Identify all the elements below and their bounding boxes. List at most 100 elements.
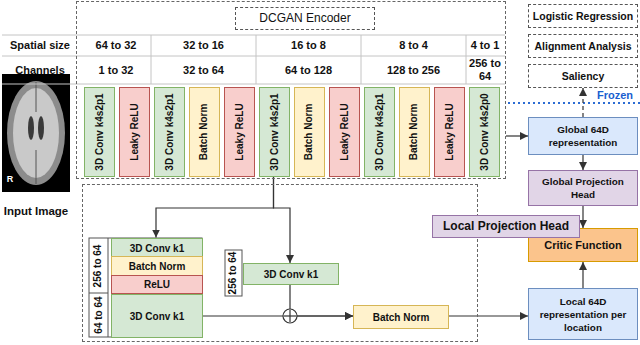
- box-label: ReLU: [144, 278, 170, 291]
- sum-symbol: [289, 310, 290, 322]
- label-holder: Channels: [2, 58, 78, 82]
- connector-arrow: [274, 177, 291, 263]
- process-box: Batch Norm: [111, 256, 203, 277]
- brain-ventricle: [38, 116, 44, 140]
- table-grid: [2, 35, 505, 84]
- box-label: Alignment Analysis: [534, 40, 631, 53]
- grid-line: [256, 35, 257, 84]
- label-holder: 16 to 8: [258, 36, 359, 55]
- box-label: 3D Conv k4s2p1: [164, 93, 176, 170]
- box-label: Leaky ReLU: [234, 103, 246, 160]
- table-label: 4 to 1: [471, 39, 500, 52]
- process-box: 3D Conv k1: [243, 263, 339, 285]
- grid-line: [151, 35, 152, 84]
- grid-line: [2, 56, 505, 57]
- connector-arrow: [582, 206, 583, 228]
- channel-label: 64 to 64: [93, 296, 105, 333]
- table-label: 1 to 32: [99, 64, 134, 77]
- table-label: 16 to 8: [291, 39, 326, 52]
- table-label: 128 to 256: [387, 64, 440, 77]
- table-label: 64 to 32: [96, 39, 137, 52]
- label-holder: 1 to 32: [83, 58, 149, 82]
- box-label: 3D Conv k1: [130, 242, 184, 255]
- layer-block: 3D Conv k4s2p1: [154, 87, 185, 177]
- label-holder: 128 to 256: [363, 58, 464, 82]
- box-label: 3D Conv k1: [130, 310, 184, 323]
- box-label: Leaky ReLU: [339, 103, 351, 160]
- box-label: Local 64D representation per location: [529, 295, 637, 334]
- grid-line: [2, 84, 505, 85]
- table-label: Channels: [15, 64, 65, 77]
- group-heading: DCGAN Encoder: [235, 7, 375, 30]
- label-holder: 32 to 16: [153, 36, 254, 55]
- box-label: Logistic Regression: [533, 10, 633, 23]
- label-holder: 256 to 64: [89, 238, 108, 293]
- connector-arrow: [506, 135, 528, 136]
- label-holder: Frozen: [592, 88, 638, 102]
- connector-arrow: [582, 262, 583, 288]
- label-holder: 8 to 4: [363, 36, 464, 55]
- box-label: Batch Norm: [304, 104, 316, 161]
- box-label: Batch Norm: [129, 260, 186, 273]
- layer-block: Leaky ReLU: [329, 87, 360, 177]
- channel-label: 256 to 64: [228, 252, 240, 295]
- box-label: Batch Norm: [409, 104, 421, 161]
- process-box: Global Projection Head: [528, 170, 638, 206]
- layer-block: 3D Conv k4s2p1: [364, 87, 395, 177]
- box-label: Critic Function: [544, 239, 622, 252]
- grid-line: [2, 35, 505, 36]
- brain-midline: [36, 150, 37, 184]
- layer-block: Batch Norm: [399, 87, 430, 177]
- table-label: R: [7, 174, 14, 185]
- box-label: 3D Conv k4s2p1: [269, 93, 281, 170]
- label-holder: Input Image: [0, 196, 72, 226]
- connector-arrow: [582, 155, 583, 170]
- box-label: Leaky ReLU: [129, 103, 141, 160]
- grid-line: [361, 35, 362, 84]
- label-holder: 64 to 64: [89, 293, 108, 337]
- process-box: 3D Conv k1: [111, 294, 203, 338]
- box-label: Global 64D representation: [529, 123, 637, 149]
- scan-background: [2, 74, 70, 192]
- layer-block: 3D Conv k4s2p1: [84, 87, 115, 177]
- connector-arrow: [449, 315, 528, 316]
- table-label: 256 to 64: [464, 57, 506, 83]
- label-holder: R: [4, 172, 16, 186]
- layer-block: Leaky ReLU: [119, 87, 150, 177]
- group-region: Local Projection Head3D Conv k1Batch Nor…: [82, 184, 478, 342]
- sum-symbol: [283, 309, 297, 323]
- label-holder: 256 to 64: [225, 250, 242, 296]
- label-holder: Spatial size: [2, 36, 78, 55]
- channel-outline: [225, 250, 242, 296]
- box-label: Batch Norm: [373, 311, 430, 324]
- layer-block: Batch Norm: [189, 87, 220, 177]
- label-holder: 256 to 64: [464, 56, 506, 84]
- brain-cortex: [7, 81, 65, 185]
- group-region: DCGAN Encoder 3D Conv k4s2p1 Leaky ReLU 3D …: [76, 1, 506, 179]
- table-label: 8 to 4: [399, 39, 428, 52]
- box-label: Leaky ReLU: [444, 103, 456, 160]
- box-label: 3D Conv k1: [264, 268, 318, 281]
- process-box: Local 64D representation per location: [528, 288, 638, 340]
- box-label: 3D Conv k4s2p1: [94, 93, 106, 170]
- connector-arrow: [290, 285, 353, 316]
- table-label: 32 to 64: [183, 64, 224, 77]
- table-label: Spatial size: [10, 39, 70, 52]
- box-label: 3D Conv k4s2p1: [374, 93, 386, 170]
- layer-block: Leaky ReLU: [224, 87, 255, 177]
- label-holder: 4 to 1: [464, 36, 506, 55]
- label-holder: 64 to 128: [258, 58, 359, 82]
- stack-outline: [89, 238, 202, 337]
- table-label: 64 to 128: [285, 64, 332, 77]
- process-box: Alignment Analysis: [528, 34, 638, 58]
- label-holder: 64 to 32: [83, 36, 149, 55]
- table-label: Frozen: [597, 89, 633, 102]
- process-box: Batch Norm: [353, 305, 449, 329]
- connector-arrow: [156, 177, 274, 238]
- box-label: Batch Norm: [199, 104, 211, 161]
- table-label: Input Image: [4, 204, 69, 218]
- channel-label: 256 to 64: [93, 244, 105, 287]
- layer-block: Leaky ReLU: [434, 87, 465, 177]
- process-box: Global 64D representation: [528, 117, 638, 155]
- group-heading: Local Projection Head: [432, 215, 580, 238]
